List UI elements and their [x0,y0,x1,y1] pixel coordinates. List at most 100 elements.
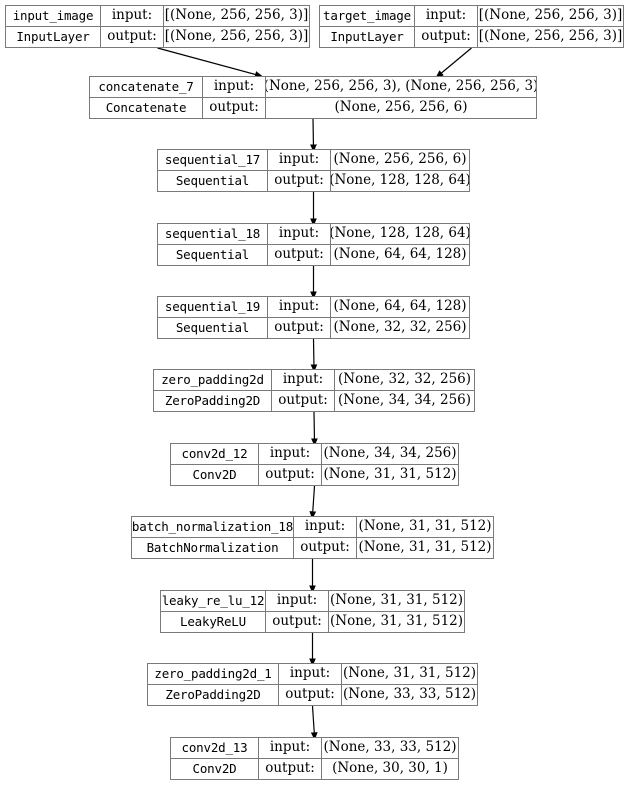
output-shape-value: [(None, 256, 256, 3)] [164,28,309,45]
output-shape-value: (None, 31, 31, 512) [358,539,492,556]
input-label: input: [203,77,266,97]
output-label: output: [259,759,322,779]
output-shape-value: (None, 31, 31, 512) [323,466,457,483]
input-shape-value: [(None, 256, 256, 3)] [478,7,623,24]
output-label: output: [268,318,331,338]
output-shape-value: (None, 32, 32, 256) [333,319,467,336]
input-label: input: [279,664,342,684]
layer-name: zero_padding2d [154,370,272,390]
output-label: output: [415,27,478,47]
input-shape-value: (None, 32, 32, 256) [337,371,472,388]
layer-type: Sequential [158,318,268,338]
edge-sequential_19-to-zero_padding2d [310,338,318,373]
edge-concatenate_7-to-sequential_17 [310,118,317,153]
input-shape-value: (None, 33, 33, 512) [323,739,457,756]
layer-name: target_image [320,6,415,26]
input-label: input: [268,150,331,170]
input-label: input: [268,297,331,317]
edge-zero_padding2d_1-to-conv2d_13 [310,705,318,741]
layer-type: BatchNormalization [132,538,294,558]
input-shape-value: [(None, 256, 256, 3)] [164,7,309,24]
layer-name: conv2d_13 [171,738,259,758]
output-shape-value: (None, 33, 33, 512) [342,686,477,703]
input-shape-value: (None, 31, 31, 512) [358,518,492,535]
layer-type: Sequential [158,245,268,265]
output-shape-value: (None, 256, 256, 6) [334,99,468,116]
input-shape-value: (None, 128, 128, 64) [331,225,469,242]
output-label: output: [203,98,266,118]
input-label: input: [101,6,164,26]
edge-input_image-to-concatenate_7 [157,47,263,78]
input-label: input: [259,738,322,758]
input-label: input: [259,444,322,464]
layer-name: concatenate_7 [90,77,203,97]
output-shape-value: (None, 31, 31, 512) [329,613,464,630]
layer-name: sequential_19 [158,297,268,317]
layer-type: LeakyReLU [161,612,266,632]
output-label: output: [268,171,331,191]
output-shape-value: (None, 30, 30, 1) [332,760,448,777]
input-shape-value: (None, 31, 31, 512) [342,665,477,682]
layer-name: zero_padding2d_1 [148,664,279,684]
layer-name: input_image [6,6,101,26]
output-shape-value: (None, 128, 128, 64) [331,172,469,189]
layer-type: Conv2D [171,465,259,485]
layer-type: Concatenate [90,98,203,118]
edge-zero_padding2d-to-conv2d_12 [311,411,318,447]
layer-name: sequential_17 [158,150,268,170]
output-label: output: [101,27,164,47]
output-label: output: [266,612,329,632]
input-label: input: [268,224,331,244]
edge-conv2d_12-to-batch_normalization_18 [309,485,317,520]
layer-type: ZeroPadding2D [148,685,279,705]
output-label: output: [294,538,357,558]
output-shape-value: [(None, 256, 256, 3)] [478,28,623,45]
layer-type: ZeroPadding2D [154,391,272,411]
layer-name: leaky_re_lu_12 [161,591,266,611]
input-label: input: [266,591,329,611]
input-shape-value: (None, 64, 64, 128) [333,298,467,315]
layer-type: Sequential [158,171,268,191]
output-label: output: [259,465,322,485]
layer-type: InputLayer [6,27,101,47]
output-label: output: [279,685,342,705]
input-shape-value: [(None, 256, 256, 3), (None, 256, 256, 3… [266,78,536,95]
layer-type: InputLayer [320,27,415,47]
input-label: input: [415,6,478,26]
input-shape-value: (None, 31, 31, 512) [329,592,464,609]
input-shape-value: (None, 256, 256, 6) [333,151,467,168]
output-shape-value: (None, 34, 34, 256) [337,392,472,409]
output-label: output: [272,391,335,411]
